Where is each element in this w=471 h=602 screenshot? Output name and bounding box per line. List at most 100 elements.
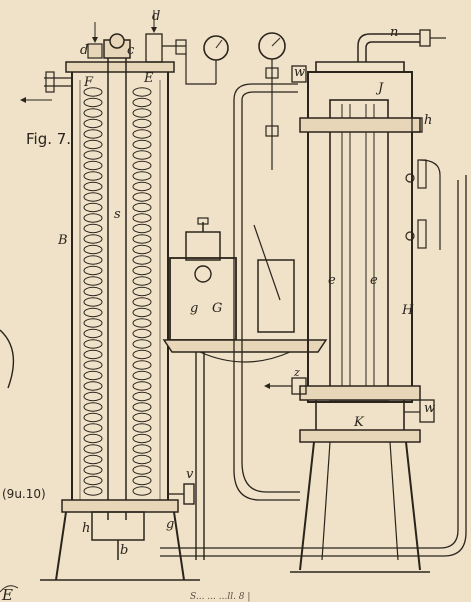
coil-loop-left (83, 265, 103, 276)
coil-loop-left (83, 349, 103, 360)
bottom-loop-pipe (160, 175, 467, 557)
coil-loop-left (83, 486, 103, 496)
coil-loop-right (132, 465, 152, 475)
coil-loop-right (132, 192, 152, 202)
coil-loop-right (132, 360, 152, 370)
label-w-bottom: w (424, 401, 435, 416)
platform (162, 339, 328, 353)
pipe-n (357, 33, 420, 62)
coil-loop-right (132, 202, 152, 213)
partial-adjacent-figure (0, 585, 19, 593)
coil-loop-right (132, 391, 152, 402)
label-n: n (390, 25, 398, 40)
coil-loop-right (132, 286, 152, 297)
coil-loop-right (132, 108, 152, 118)
partial-adjacent-figure (0, 329, 15, 389)
return-pipe (233, 100, 300, 501)
gauge-glass-tap (405, 173, 415, 183)
coil-loop-left (83, 370, 103, 381)
coil-loop-right (132, 475, 152, 486)
valve-w-bottom (419, 399, 435, 423)
coil-loop-right (132, 150, 152, 160)
vessel-lid (185, 231, 221, 261)
coil-loop-right (132, 255, 152, 265)
connecting-pipes (160, 83, 467, 557)
label-s: s (114, 207, 121, 222)
coil-loop-left (83, 286, 103, 297)
label-g-vessel: g (190, 301, 198, 316)
coil-loop-left (83, 255, 103, 265)
coil-loop-left (83, 465, 103, 475)
coil-loop-right (132, 318, 152, 328)
coil-loop-left (83, 433, 103, 444)
label-F: F (83, 75, 94, 90)
coil-loop-left (83, 391, 103, 402)
platform-curve (199, 351, 291, 363)
coil-loop-right (132, 349, 152, 360)
coil-loop-left (83, 160, 103, 171)
coil-loop-right (132, 129, 152, 139)
lid-knob (197, 217, 209, 225)
bottom-loop-pipe (160, 180, 459, 549)
coil-loop-left (83, 475, 103, 486)
coil-loop-left (83, 276, 103, 286)
coil-loop-right (132, 381, 152, 391)
coil-loop-right (132, 160, 152, 171)
return-pipe (241, 100, 300, 493)
coil-loop-left (83, 202, 103, 213)
stand-top (299, 429, 421, 443)
fitting (175, 39, 187, 55)
label-K: K (353, 415, 365, 430)
valve-v (183, 483, 195, 505)
gauge-needle (215, 39, 223, 49)
arrow-head (20, 97, 26, 103)
coil-loop-left (83, 454, 103, 465)
coil-loop-right (132, 171, 152, 181)
coil-loop-left (83, 150, 103, 160)
left-column (20, 10, 200, 581)
gauges (185, 32, 286, 170)
coil-loop-left (83, 402, 103, 412)
coil-loop-left (83, 108, 103, 118)
coil-loop-right (132, 87, 152, 97)
coil-loop-right (132, 276, 152, 286)
arrow-head (151, 27, 157, 33)
coil-loop-right (132, 223, 152, 234)
label-e-left: e (328, 273, 336, 288)
stand-leg (55, 511, 67, 581)
bottom-caption: S... ... ...ll. 8 | (190, 592, 250, 602)
label-c: c (127, 43, 135, 58)
coil-loop-right (132, 181, 152, 192)
label-d-left: d (80, 43, 88, 58)
middle-vessel (162, 217, 328, 560)
coil-loop-right (132, 139, 152, 150)
fitting-h-right (411, 117, 423, 133)
coil-loop-left (83, 318, 103, 328)
coil-loop-left (83, 381, 103, 391)
coil-loop-left (83, 412, 103, 423)
coil-loop-left (83, 244, 103, 255)
coil-loop-left (83, 307, 103, 318)
label-v: v (186, 467, 194, 482)
coil-loop-right (132, 297, 152, 307)
coil-loop-left (83, 139, 103, 150)
sight-glass (194, 265, 212, 283)
coil-loop-right (132, 244, 152, 255)
label-z: z (293, 366, 300, 379)
top-pipe (241, 91, 298, 101)
coil-loop-left (83, 360, 103, 370)
coil-loop-left (83, 171, 103, 181)
coil-loop-right (132, 370, 152, 381)
side-reference: (9u.10) (2, 487, 46, 501)
coil-loop-left (83, 192, 103, 202)
fitting-d-left (87, 43, 103, 59)
gauge-glass-tap (405, 231, 415, 241)
label-b: b (120, 543, 128, 558)
label-J: J (375, 81, 384, 96)
fitting-d-right (145, 33, 163, 63)
valve-w-top (291, 65, 307, 83)
side-pipe (419, 159, 441, 250)
stand-legs (299, 441, 421, 571)
column-top-cap (65, 61, 175, 73)
